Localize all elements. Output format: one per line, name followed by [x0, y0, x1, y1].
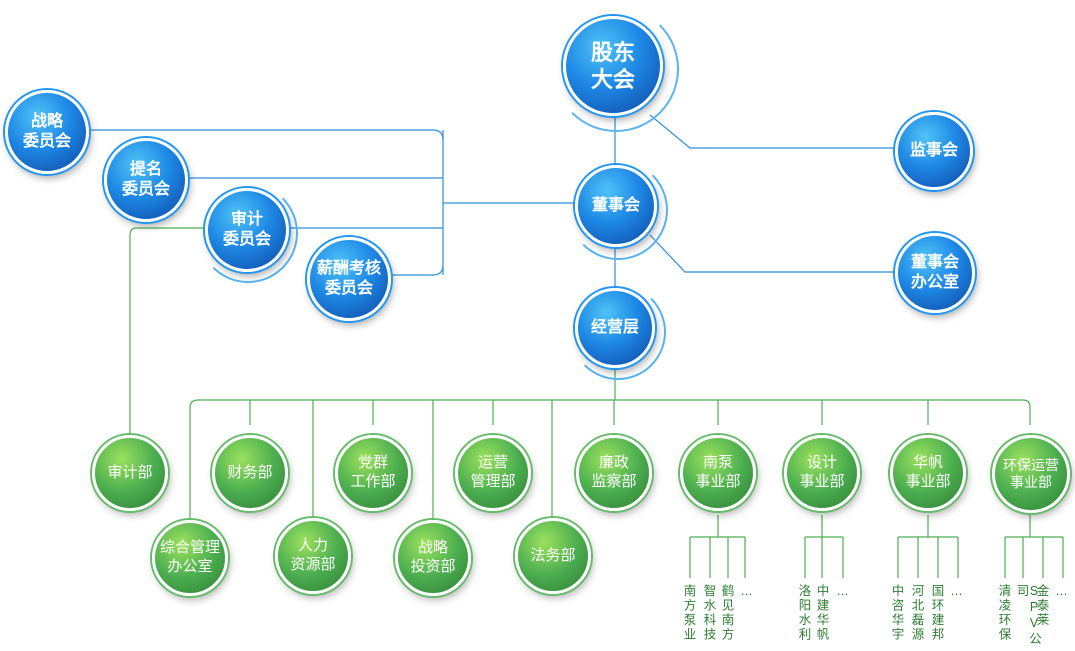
node-dept-party: 党群 工作部 — [335, 435, 411, 511]
sub-hejian-nanfang: 鹤见南方 — [719, 584, 734, 642]
node-bu-design: 设计 事业部 — [784, 435, 860, 511]
line-audit-dept — [129, 227, 218, 438]
line-nanbeng-subs — [689, 515, 746, 578]
node-bu-huafan: 华帆 事业部 — [890, 435, 966, 511]
node-dept-integrity: 廉政 监察部 — [576, 435, 652, 511]
sub-hebei-leiyuan: 河北磊源 — [909, 584, 924, 642]
node-audit-committee: 审计 委员会 — [205, 188, 289, 272]
sub-luoyang-water: 洛阳水利 — [796, 584, 811, 642]
sub-guohuan-jianbang: 国环建邦 — [929, 584, 944, 642]
node-supervisory-board: 监事会 — [895, 112, 973, 190]
node-nomination-committee: 提名 委员会 — [104, 138, 188, 222]
sub-nanfang-pump: 南方泵业 — [681, 584, 696, 642]
shareholders-halo — [553, 6, 679, 132]
line-strategy-committee — [85, 129, 444, 141]
line-shareholders-supervisors — [649, 114, 895, 149]
line-huanbao-subs — [1004, 515, 1064, 578]
line-department-bus — [198, 399, 1031, 425]
sub-zhishui-tech: 智水科技 — [701, 584, 716, 642]
node-compensation-committee: 薪酬考核 委员会 — [307, 237, 391, 321]
sub-huafan-more: … — [949, 584, 964, 600]
node-board-of-directors: 董事会 — [575, 165, 657, 247]
sub-sheji-more: … — [835, 584, 850, 600]
line-board-office — [649, 234, 895, 273]
management-halo — [570, 284, 666, 380]
line-sheji-subs — [804, 515, 844, 578]
sub-zhongzi-huayu: 中咨华宇 — [889, 584, 904, 642]
node-dept-finance: 财务部 — [212, 435, 288, 511]
node-dept-strategic-investment: 战略 投资部 — [395, 520, 471, 596]
node-dept-audit: 审计部 — [92, 435, 168, 511]
sub-nanbeng-more: … — [739, 584, 754, 600]
sub-huanbao-more: … — [1054, 584, 1069, 600]
sub-spv-company: SPV公司 — [1014, 584, 1042, 647]
node-dept-operations: 运营 管理部 — [455, 435, 531, 511]
line-compensation-committee — [390, 264, 444, 276]
node-management: 经营层 — [575, 288, 655, 368]
audit-committee-halo — [198, 183, 298, 283]
node-dept-general-office: 综合管理 办公室 — [152, 520, 228, 596]
line-huafan-subs — [897, 515, 959, 578]
sub-jintailai: 金泰莱 — [1034, 584, 1049, 628]
node-strategy-committee: 战略 委员会 — [5, 90, 89, 174]
node-bu-env-ops: 环保运营 事业部 — [992, 435, 1070, 513]
node-bu-nanbeng: 南泵 事业部 — [680, 435, 756, 511]
node-board-office: 董事会 办公室 — [895, 233, 975, 313]
node-dept-legal: 法务部 — [515, 518, 591, 594]
sub-qingling-env: 清凌环保 — [996, 584, 1011, 642]
node-shareholders-meeting: 股东 大会 — [563, 16, 663, 116]
node-dept-hr: 人力 资源部 — [275, 518, 351, 594]
board-halo — [568, 160, 668, 260]
sub-zhongjian-huafan: 中建华帆 — [814, 584, 829, 642]
